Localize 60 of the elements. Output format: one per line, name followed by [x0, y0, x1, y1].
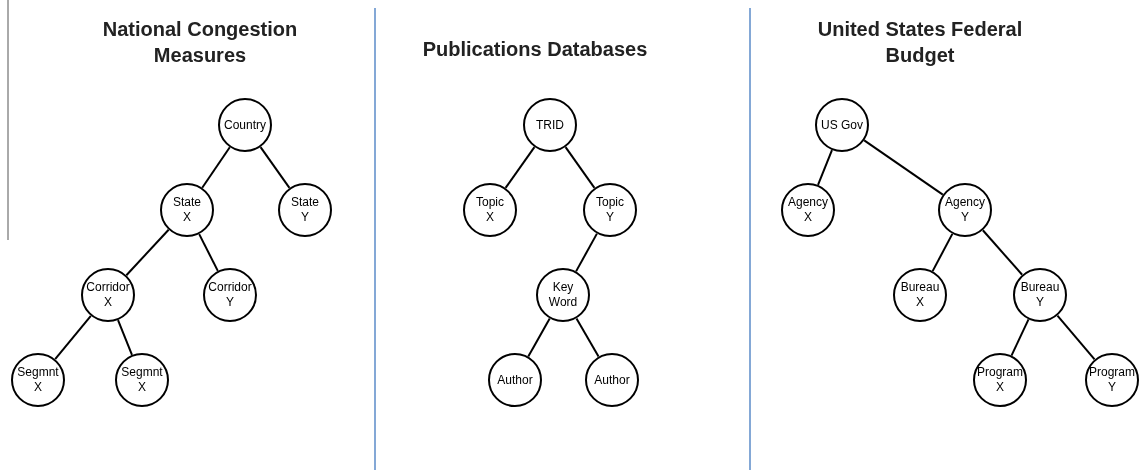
connector-line [564, 146, 596, 189]
tree-node-circle [938, 183, 992, 237]
connector-line [198, 233, 219, 272]
node-label: Program Y [1089, 365, 1135, 395]
tree-node-circle [583, 183, 637, 237]
node-label: Corridor Y [208, 280, 252, 310]
node-label: Agency Y [945, 195, 985, 225]
tree-node-circle [115, 353, 169, 407]
tree-node-circle [218, 98, 272, 152]
panel-title: United States Federal Budget [816, 17, 1024, 68]
connector-line [1056, 314, 1096, 361]
connector-line [931, 232, 954, 273]
tree-node-circle [973, 353, 1027, 407]
tree-node-circle [893, 268, 947, 322]
node-label: TRID [536, 117, 564, 133]
tree-node-circle [160, 183, 214, 237]
tree-node-circle [585, 353, 639, 407]
panel-title: Publications Databases [421, 37, 649, 62]
tree-node-circle [278, 183, 332, 237]
node-label: Program X [977, 365, 1023, 395]
connector-line [817, 149, 833, 186]
connector-line [575, 232, 598, 273]
node-label: Topic X [476, 195, 504, 225]
node-label: Key Word [548, 280, 578, 310]
tree-node-circle [463, 183, 517, 237]
node-label: Bureau X [900, 280, 940, 310]
tree-node-circle [536, 268, 590, 322]
connector-line [201, 146, 231, 189]
connector-line [863, 139, 944, 196]
node-label: Segmnt X [121, 365, 163, 395]
panel-title: National Congestion Measures [101, 17, 299, 68]
tree-node-circle [11, 353, 65, 407]
connector-line [981, 229, 1024, 276]
tree-node-circle [488, 353, 542, 407]
node-label: Agency X [788, 195, 828, 225]
connector-line [259, 146, 291, 189]
tree-node-circle [1013, 268, 1067, 322]
tree-node-circle [781, 183, 835, 237]
node-label: Author [497, 372, 533, 388]
connector-line [117, 319, 133, 356]
node-label: Author [594, 372, 630, 388]
connector-line [1010, 318, 1030, 357]
tree-node-circle [203, 268, 257, 322]
tree-node-circle [81, 268, 135, 322]
connector-line [125, 228, 170, 277]
node-label: State Y [291, 195, 319, 225]
tree-node-circle [523, 98, 577, 152]
node-label: State X [173, 195, 201, 225]
tree-node-circle [815, 98, 869, 152]
connector-line [504, 146, 536, 189]
node-label: Segmnt X [17, 365, 59, 395]
node-label: Bureau Y [1020, 280, 1060, 310]
node-label: US Gov [821, 117, 863, 133]
connector-line [575, 317, 600, 358]
node-label: Corridor X [86, 280, 130, 310]
connector-line [527, 317, 551, 358]
node-label: Country [224, 117, 266, 133]
tree-node-circle [1085, 353, 1139, 407]
connector-line [54, 314, 92, 361]
node-label: Topic Y [596, 195, 624, 225]
